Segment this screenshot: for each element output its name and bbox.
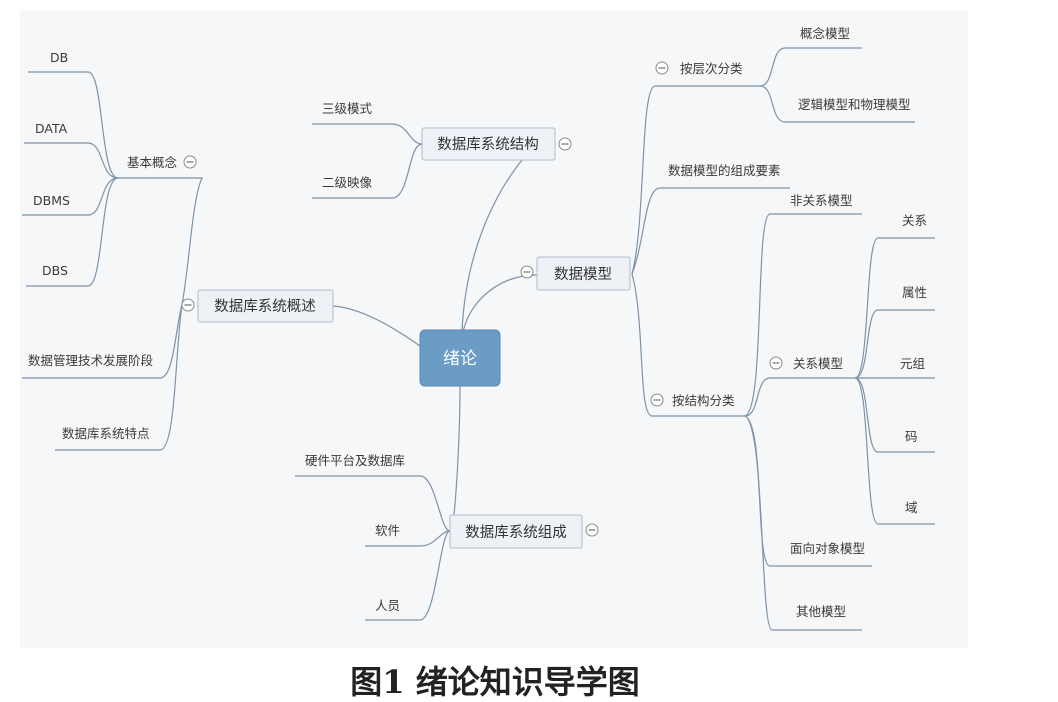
node-attribute: 属性 — [902, 285, 927, 300]
node-people: 人员 — [375, 598, 400, 613]
minus-circle-icon — [655, 61, 669, 75]
node-three-level-schema: 三级模式 — [322, 101, 373, 116]
connector-root-overview — [332, 305, 421, 347]
minus-circle-icon — [650, 393, 664, 407]
minus-circle-icon — [585, 523, 599, 537]
connector-basic-dbms — [22, 177, 119, 216]
connector-overview-basic — [118, 177, 203, 306]
node-two-level-mapping: 二级映像 — [322, 175, 373, 190]
connector-level-logical — [759, 85, 915, 123]
node-structure-label: 数据库系统结构 — [437, 136, 539, 153]
node-key: 码 — [905, 429, 918, 444]
node-software: 软件 — [375, 523, 400, 538]
connector-rel-domain — [854, 377, 935, 525]
minus-circle-icon — [769, 356, 783, 370]
minus-circle-icon — [183, 155, 197, 169]
node-relational-model: 关系模型 — [793, 356, 843, 371]
connectors — [22, 47, 935, 631]
node-data: DATA — [35, 121, 68, 136]
node-model: 数据模型 — [536, 256, 631, 291]
connector-structure-other — [744, 415, 862, 631]
node-tuple: 元组 — [900, 356, 925, 371]
node-object-oriented-model: 面向对象模型 — [790, 541, 865, 556]
node-model-label: 数据模型 — [554, 266, 612, 283]
node-basic-concepts: 基本概念 — [127, 155, 178, 170]
node-db: DB — [50, 50, 68, 65]
connector-comp-software — [365, 530, 451, 547]
node-composition-box — [449, 514, 583, 549]
connector-basic-dbs — [26, 177, 119, 287]
connector-root-composition — [453, 385, 461, 516]
connector-model-by-level — [631, 85, 760, 275]
connector-model-by-structure — [631, 273, 745, 417]
node-hardware-database: 硬件平台及数据库 — [305, 453, 405, 468]
node-composition: 数据库系统组成 — [449, 514, 583, 549]
connector-root-structure — [461, 159, 523, 333]
minus-circle-icon — [181, 298, 195, 312]
connector-overview-features — [55, 304, 183, 451]
minus-circle-icon — [558, 137, 572, 151]
node-relation: 关系 — [902, 213, 927, 228]
connector-structure-mapping — [312, 143, 423, 199]
connector-basic-data — [24, 142, 119, 179]
node-management-stages: 数据管理技术发展阶段 — [28, 353, 153, 368]
connector-level-concept — [759, 47, 862, 87]
node-by-structure: 按结构分类 — [672, 393, 735, 408]
node-overview: 数据库系统概述 — [197, 289, 334, 323]
node-dbs: DBS — [42, 263, 68, 278]
connector-rel-key — [854, 377, 935, 453]
node-dbms: DBMS — [33, 193, 70, 208]
connector-model-elements — [631, 187, 790, 275]
node-root-label: 绪论 — [443, 349, 477, 369]
minus-circle-icon — [520, 265, 534, 279]
connector-structure-levels — [312, 123, 423, 145]
connector-rel-attribute — [854, 309, 935, 379]
node-model-box — [536, 256, 631, 291]
connector-comp-hardware — [295, 475, 451, 532]
node-by-level: 按层次分类 — [680, 61, 743, 76]
node-root: 绪论 — [419, 329, 501, 387]
node-non-relational-model: 非关系模型 — [790, 193, 853, 208]
node-structure: 数据库系统结构 — [421, 127, 556, 161]
figure-caption: 图1 绪论知识导学图 — [350, 663, 639, 701]
connector-overview-stages — [22, 304, 183, 379]
node-domain: 域 — [905, 500, 918, 515]
node-model-elements: 数据模型的组成要素 — [668, 163, 781, 178]
node-conceptual-model: 概念模型 — [800, 26, 850, 41]
node-overview-label: 数据库系统概述 — [214, 298, 316, 315]
connector-rel-relation — [854, 237, 935, 379]
connector-structure-nonrel — [744, 213, 862, 417]
node-other-models: 其他模型 — [796, 604, 846, 619]
node-overview-box — [197, 289, 334, 323]
node-system-features: 数据库系统特点 — [62, 426, 150, 441]
node-root-box — [419, 329, 501, 387]
node-composition-label: 数据库系统组成 — [465, 524, 567, 541]
connector-comp-people — [365, 530, 451, 621]
connector-basic-db — [28, 71, 119, 179]
node-structure-box — [421, 127, 556, 161]
connector-structure-rel — [744, 377, 855, 417]
node-logical-physical-model: 逻辑模型和物理模型 — [798, 97, 911, 112]
